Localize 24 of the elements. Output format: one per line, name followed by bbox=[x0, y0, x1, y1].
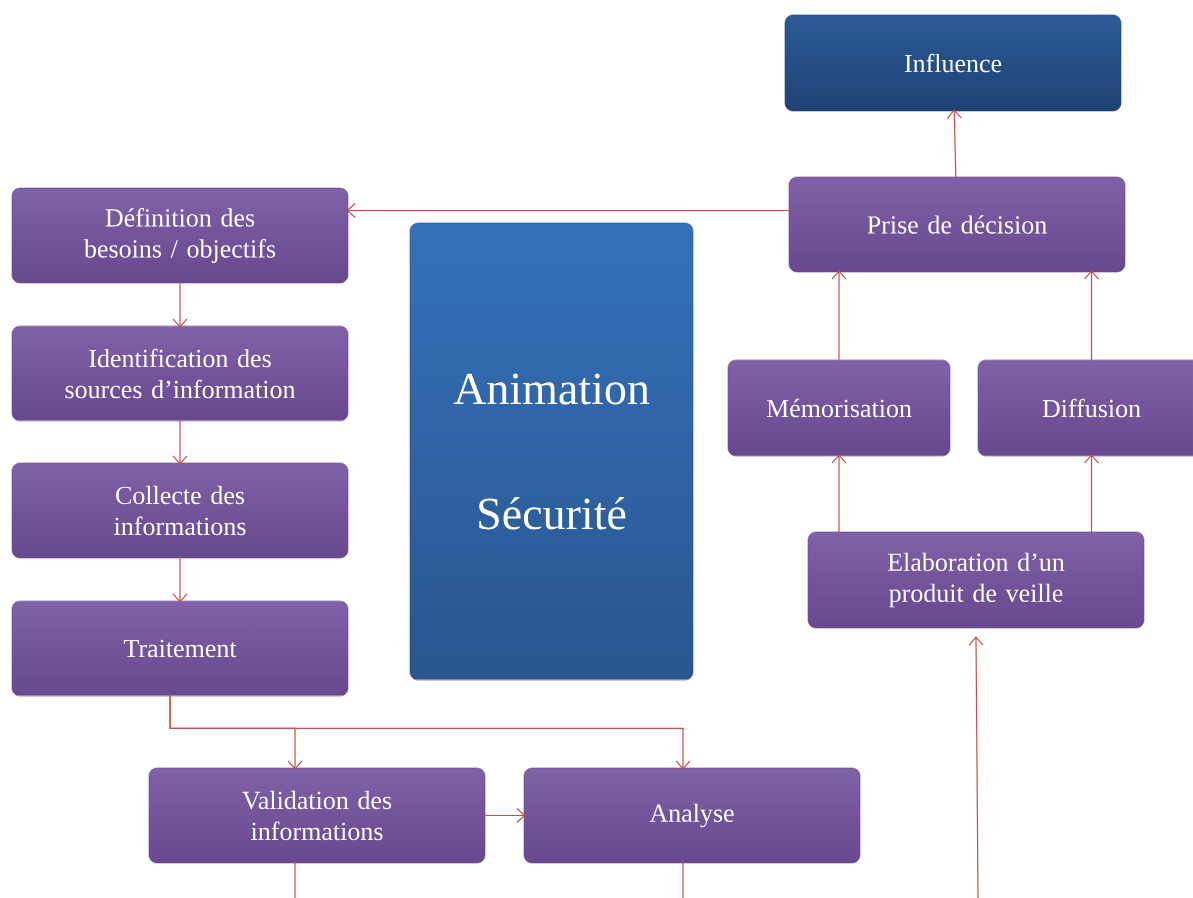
arrow bbox=[172, 280, 188, 328]
arrow bbox=[1083, 270, 1100, 363]
arrow bbox=[172, 418, 188, 465]
process-box: Elaboration d’un produit de veille bbox=[807, 531, 1145, 629]
process-box: Mémorisation bbox=[727, 359, 951, 457]
process-box: Définition des besoins / objectifs bbox=[11, 187, 349, 284]
arrow bbox=[346, 202, 792, 219]
process-box: Analyse bbox=[523, 767, 861, 864]
arrow bbox=[482, 807, 526, 824]
result-box: Influence bbox=[784, 14, 1122, 112]
process-box: Collecte des informations bbox=[11, 462, 349, 559]
arrow bbox=[968, 636, 984, 898]
process-box: Validation des informations bbox=[148, 767, 486, 864]
process-box: Identification des sources d’information bbox=[11, 325, 349, 422]
arrow bbox=[169, 693, 691, 770]
process-box: Prise de décision bbox=[788, 176, 1126, 273]
arrow bbox=[946, 109, 962, 180]
process-box: Traitement bbox=[11, 600, 349, 697]
arrow bbox=[831, 270, 847, 363]
arrow bbox=[172, 555, 188, 603]
arrow bbox=[831, 454, 847, 535]
arrow bbox=[1083, 454, 1100, 535]
process-box: Diffusion bbox=[977, 359, 1193, 457]
central-box: Animation Sécurité bbox=[409, 222, 694, 681]
